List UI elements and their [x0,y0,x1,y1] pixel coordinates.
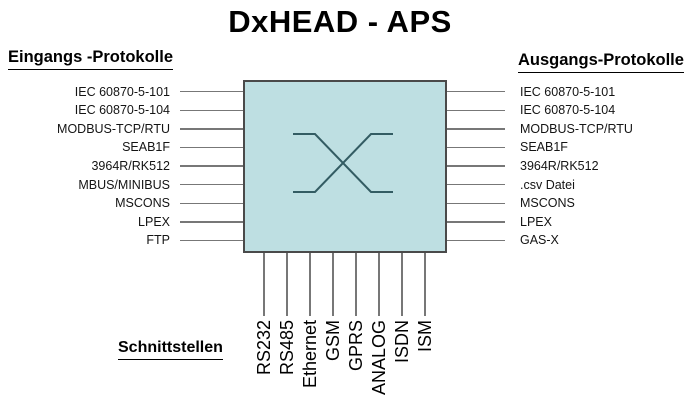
output-protocol-row: MODBUS-TCP/RTU [447,120,633,139]
outputs-heading: Ausgangs-Protokolle [518,51,684,73]
connector-line [180,183,243,186]
interface-label: RS485 [277,320,297,376]
interface-line [424,253,426,316]
interface-line [309,253,311,316]
output-protocol-label: MODBUS-TCP/RTU [520,121,633,136]
input-protocol-row: IEC 60870-5-101 [0,82,243,101]
connector-line [447,183,505,186]
output-protocol-row: IEC 60870-5-101 [447,82,633,101]
output-protocol-label: MSCONS [520,196,575,211]
input-protocol-list: IEC 60870-5-101 IEC 60870-5-104 MODBUS-T… [0,82,243,249]
connector-line [447,165,505,167]
input-protocol-label: SEAB1F [122,140,170,155]
interface-label: RS232 [254,320,274,376]
input-protocol-row: IEC 60870-5-104 [0,101,243,120]
connector-line [180,165,243,167]
interfaces-heading: Schnittstellen [118,339,223,360]
connector-line [447,109,505,112]
interface-line [401,253,403,316]
interface-line [286,253,288,316]
output-protocol-list: IEC 60870-5-101 IEC 60870-5-104 MODBUS-T… [447,82,633,249]
input-protocol-row: SEAB1F [0,138,243,157]
input-protocol-row: MODBUS-TCP/RTU [0,120,243,139]
input-protocol-label: 3964R/RK512 [91,159,170,174]
input-protocol-row: 3964R/RK512 [0,157,243,176]
output-protocol-label: .csv Datei [520,177,575,192]
input-protocol-row: MSCONS [0,194,243,213]
connector-line [180,202,243,204]
crossover-switch-icon [293,133,393,193]
connector-line [180,109,243,112]
input-protocol-label: MODBUS-TCP/RTU [57,121,170,136]
interface-label: ISM [415,320,435,353]
connector-line [447,202,505,204]
input-protocol-row: MBUS/MINIBUS [0,175,243,194]
output-protocol-row: GAS-X [447,231,633,250]
interface-line [332,253,334,316]
interface-label: GSM [323,320,343,362]
output-protocol-row: .csv Datei [447,175,633,194]
interface-label: Ethernet [300,320,320,389]
input-protocol-row: FTP [0,231,243,250]
output-protocol-row: MSCONS [447,194,633,213]
input-protocol-row: LPEX [0,213,243,232]
connector-line [180,146,243,149]
connector-line [447,128,505,130]
output-protocol-row: LPEX [447,213,633,232]
connector-line [447,239,505,242]
output-protocol-label: LPEX [520,214,552,229]
input-protocol-label: LPEX [138,214,170,229]
interface-line [263,253,265,316]
interface-label: GPRS [346,320,366,372]
interface-label: ANALOG [369,320,389,396]
output-protocol-row: SEAB1F [447,138,633,157]
interface-line [378,253,380,316]
interface-line [355,253,357,316]
connector-line [180,90,243,93]
connector-line [180,239,243,242]
connector-line [447,146,505,149]
output-protocol-label: IEC 60870-5-104 [520,103,616,118]
input-protocol-label: IEC 60870-5-101 [74,84,170,99]
connector-line [180,221,243,223]
input-protocol-label: FTP [146,233,170,248]
input-protocol-label: IEC 60870-5-104 [74,103,170,118]
output-protocol-label: IEC 60870-5-101 [520,84,616,99]
connector-line [447,221,505,223]
input-protocol-label: MBUS/MINIBUS [78,177,170,192]
output-protocol-row: IEC 60870-5-104 [447,101,633,120]
interface-label: ISDN [392,320,412,364]
input-protocol-label: MSCONS [115,196,170,211]
diagram-title: DxHEAD - APS [228,4,452,39]
output-protocol-row: 3964R/RK512 [447,157,633,176]
connector-line [447,90,505,93]
output-protocol-label: SEAB1F [520,140,568,155]
output-protocol-label: GAS-X [520,233,559,248]
output-protocol-label: 3964R/RK512 [520,159,599,174]
connector-line [180,128,243,130]
inputs-heading: Eingangs -Protokolle [8,48,174,70]
